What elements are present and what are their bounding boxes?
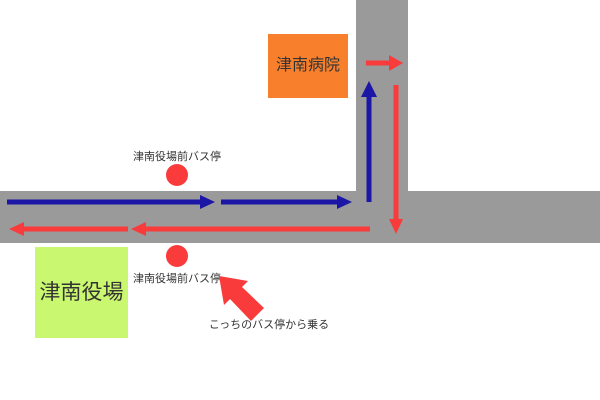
highlight-arrow-icon [219, 276, 264, 321]
town-hall-building: 津南役場 [35, 247, 128, 338]
red-route-arrow-left-1 [131, 222, 370, 236]
red-route-arrow-left-2 [9, 222, 128, 236]
bus-stop-upper-label: 津南役場前バス停 [133, 151, 221, 163]
annotation-label: こっちのバス停から乗る [208, 319, 330, 331]
blue-route-arrow-up [361, 81, 377, 202]
hospital-building: 津南病院 [268, 34, 348, 98]
blue-route-arrow-right-1 [7, 195, 215, 209]
blue-route-arrow-right-2 [221, 195, 352, 209]
town-hall-label: 津南役場 [39, 280, 124, 304]
red-route-arrow-down [389, 85, 403, 234]
red-route-arrow-right-top [366, 55, 403, 71]
bus-stop-marker-upper [166, 164, 188, 186]
bus-stop-lower-label: 津南役場前バス停 [133, 273, 221, 285]
bus-stop-marker-lower [166, 245, 188, 267]
hospital-label: 津南病院 [275, 57, 340, 75]
